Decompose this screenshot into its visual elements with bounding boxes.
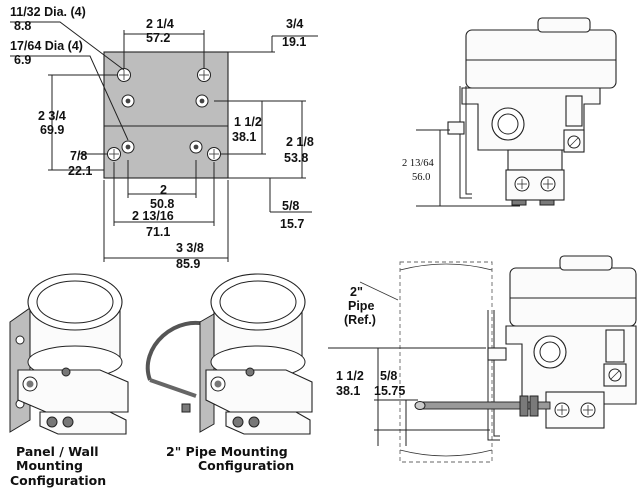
mid-width-mm: 71.1 [146, 225, 170, 239]
left-height-mm: 69.9 [40, 123, 64, 137]
left-lower-in: 7/8 [70, 149, 87, 163]
top-width-in: 2 1/4 [146, 17, 174, 31]
top-offset-in: 3/4 [286, 17, 303, 31]
pipe-label-pipe: Pipe [348, 299, 374, 313]
fitting [580, 402, 596, 418]
side-height-mm: 56.0 [412, 172, 430, 183]
left-height-in: 2 3/4 [38, 109, 66, 123]
hole-small-dia-mm: 6.9 [14, 53, 31, 67]
hole-small-dia-label: 17/64 Dia (4) [10, 39, 83, 53]
right-bottom-mm: 15.7 [280, 217, 304, 231]
inner-width-in: 2 [160, 183, 167, 197]
screw [608, 368, 622, 382]
fitting [540, 176, 556, 192]
screw [567, 135, 581, 149]
right-height-mm: 53.8 [284, 151, 308, 165]
left-lower-mm: 22.1 [68, 164, 92, 178]
hole-large-dia-mm: 8.8 [14, 19, 31, 33]
plate-hole [121, 94, 135, 108]
plate-hole [121, 140, 135, 154]
top-width-mm: 57.2 [146, 31, 170, 45]
top-offset-mm: 19.1 [282, 35, 306, 49]
caption-panel-line2: Mounting [16, 458, 83, 473]
plate-hole [207, 147, 221, 161]
overall-width-mm: 85.9 [176, 257, 200, 271]
overall-width-in: 3 3/8 [176, 241, 204, 255]
caption-pipe-line2: Configuration [198, 458, 294, 473]
panel-wall-iso-view [9, 273, 129, 435]
caption-panel-line3: Configuration [10, 473, 106, 488]
pipe-dim-b-in: 5/8 [380, 369, 397, 383]
plate-hole [189, 140, 203, 154]
hole-large-dia-label: 11/32 Dia. (4) [10, 5, 86, 19]
side-view: 2 13/64 56.0 [402, 17, 617, 207]
fitting [554, 402, 570, 418]
side-height-in: 2 13/64 [402, 158, 435, 169]
mid-height-in: 1 1/2 [234, 115, 262, 129]
front-view: 11/32 Dia. (4) 8.8 17/64 Dia (4) 6.9 2 1… [10, 5, 318, 271]
mid-height-mm: 38.1 [232, 130, 256, 144]
pipe-view: 2" Pipe (Ref.) 1 1/2 38.1 5/8 15.75 [328, 255, 637, 463]
plate-hole [107, 147, 121, 161]
mid-width-in: 2 13/16 [132, 209, 174, 223]
right-bottom-in: 5/8 [282, 199, 299, 213]
fitting [514, 176, 530, 192]
plate-hole [195, 94, 209, 108]
plate-hole [197, 68, 211, 82]
pipe-label-size: 2" [350, 285, 363, 299]
pipe-label-ref: (Ref.) [344, 313, 376, 327]
right-height-in: 2 1/8 [286, 135, 314, 149]
caption-panel-line1: Panel / Wall [16, 444, 99, 459]
pipe-dim-a-mm: 38.1 [336, 384, 360, 398]
caption-pipe-line1: 2" Pipe Mounting [166, 444, 288, 459]
inner-width-mm: 50.8 [150, 197, 174, 211]
plate-hole [117, 68, 131, 82]
pipe-dim-b-mm: 15.75 [374, 384, 405, 398]
pipe-dim-a-in: 1 1/2 [336, 369, 364, 383]
pipe-mounting-iso-view [145, 273, 313, 435]
